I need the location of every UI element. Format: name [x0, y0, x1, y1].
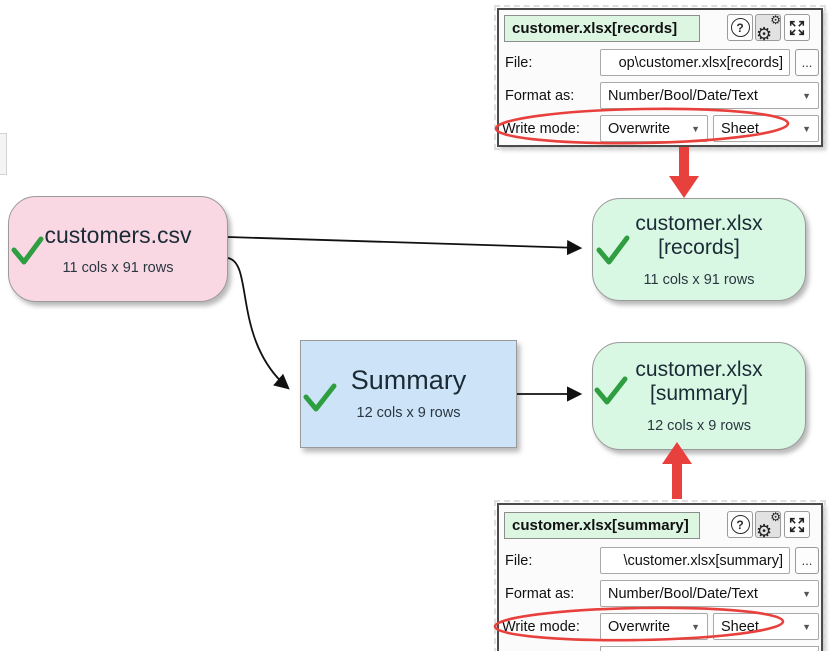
settings-button[interactable]: ⚙⚙ [755, 509, 781, 541]
node-stats: 12 cols x 9 rows [356, 405, 461, 421]
node-stats: 11 cols x 91 rows [62, 260, 174, 276]
node-stats: 12 cols x 9 rows [647, 418, 751, 434]
node-summary-transform[interactable]: Summary 12 cols x 9 rows [300, 340, 517, 448]
annotation-arrow-down-head [669, 176, 699, 198]
format-as-dropdown[interactable]: Number/Bool/Date/Text ▼ [600, 580, 819, 607]
help-button[interactable]: ? [727, 511, 753, 538]
panel-summary: customer.xlsx[summary] ? ⚙⚙ File: \custo… [494, 500, 826, 651]
chevron-down-icon: ▼ [691, 123, 700, 134]
file-input[interactable]: op\customer.xlsx[records] [600, 49, 790, 76]
expand-icon [789, 20, 805, 35]
write-mode-label: Write mode: [502, 120, 580, 137]
format-as-label: Format as: [505, 87, 575, 104]
write-mode-value: Overwrite [608, 120, 671, 137]
node-title-line1: customer.xlsx [635, 358, 763, 381]
browse-button[interactable]: ... [795, 547, 819, 574]
node-title-line1: customer.xlsx [635, 211, 763, 235]
node-customer-xlsx-records[interactable]: customer.xlsx [records] 11 cols x 91 row… [592, 198, 806, 301]
file-input[interactable]: \customer.xlsx[summary] [600, 547, 790, 574]
format-as-value: Number/Bool/Date/Text [608, 585, 758, 602]
gear-icon: ⚙⚙ [756, 509, 781, 541]
edge-source-to-records [227, 236, 583, 256]
format-as-dropdown[interactable]: Number/Bool/Date/Text ▼ [600, 82, 819, 109]
chevron-down-icon: ▼ [691, 621, 700, 632]
write-target-dropdown[interactable]: Sheet ▼ [713, 115, 819, 142]
write-mode-dropdown[interactable]: Overwrite ▼ [600, 613, 708, 640]
node-customers-csv[interactable]: customers.csv 11 cols x 91 rows [8, 196, 228, 302]
edge-source-to-summary [227, 257, 290, 390]
browse-button[interactable]: ... [795, 49, 819, 76]
write-target-value: Sheet [721, 618, 759, 635]
panel-title-field[interactable]: customer.xlsx[summary] [504, 512, 700, 539]
help-button[interactable]: ? [727, 14, 753, 41]
write-target-value: Sheet [721, 120, 759, 137]
chevron-down-icon: ▼ [802, 621, 811, 632]
expand-icon [789, 517, 805, 532]
format-as-value: Number/Bool/Date/Text [608, 87, 758, 104]
panel-title-field[interactable]: customer.xlsx[records] [504, 15, 700, 42]
help-icon: ? [730, 515, 750, 534]
chevron-down-icon: ▼ [802, 90, 811, 101]
write-target-dropdown[interactable]: Sheet ▼ [713, 613, 819, 640]
node-stats: 11 cols x 91 rows [643, 271, 755, 288]
node-title: Summary [350, 365, 467, 395]
node-customer-xlsx-summary[interactable]: customer.xlsx [summary] 12 cols x 9 rows [592, 342, 806, 450]
write-mode-dropdown[interactable]: Overwrite ▼ [600, 115, 708, 142]
format-as-label: Format as: [505, 585, 575, 602]
settings-button[interactable]: ⚙⚙ [755, 12, 781, 44]
expand-button[interactable] [784, 14, 810, 41]
file-label: File: [505, 552, 533, 569]
file-label: File: [505, 54, 533, 71]
node-title-line2: [summary] [649, 382, 748, 405]
chevron-down-icon: ▼ [802, 123, 811, 134]
partial-panel-edge [0, 133, 7, 175]
expand-button[interactable] [784, 511, 810, 538]
clipped-next-field [600, 646, 819, 651]
node-title: customers.csv [44, 222, 192, 248]
gear-icon: ⚙⚙ [756, 12, 781, 44]
help-icon: ? [730, 18, 750, 37]
chevron-down-icon: ▼ [802, 588, 811, 599]
node-title-line2: [records] [658, 235, 740, 259]
write-mode-value: Overwrite [608, 618, 671, 635]
panel-records: customer.xlsx[records] ? ⚙⚙ File: op\cus… [494, 5, 826, 150]
write-mode-label: Write mode: [502, 618, 580, 635]
